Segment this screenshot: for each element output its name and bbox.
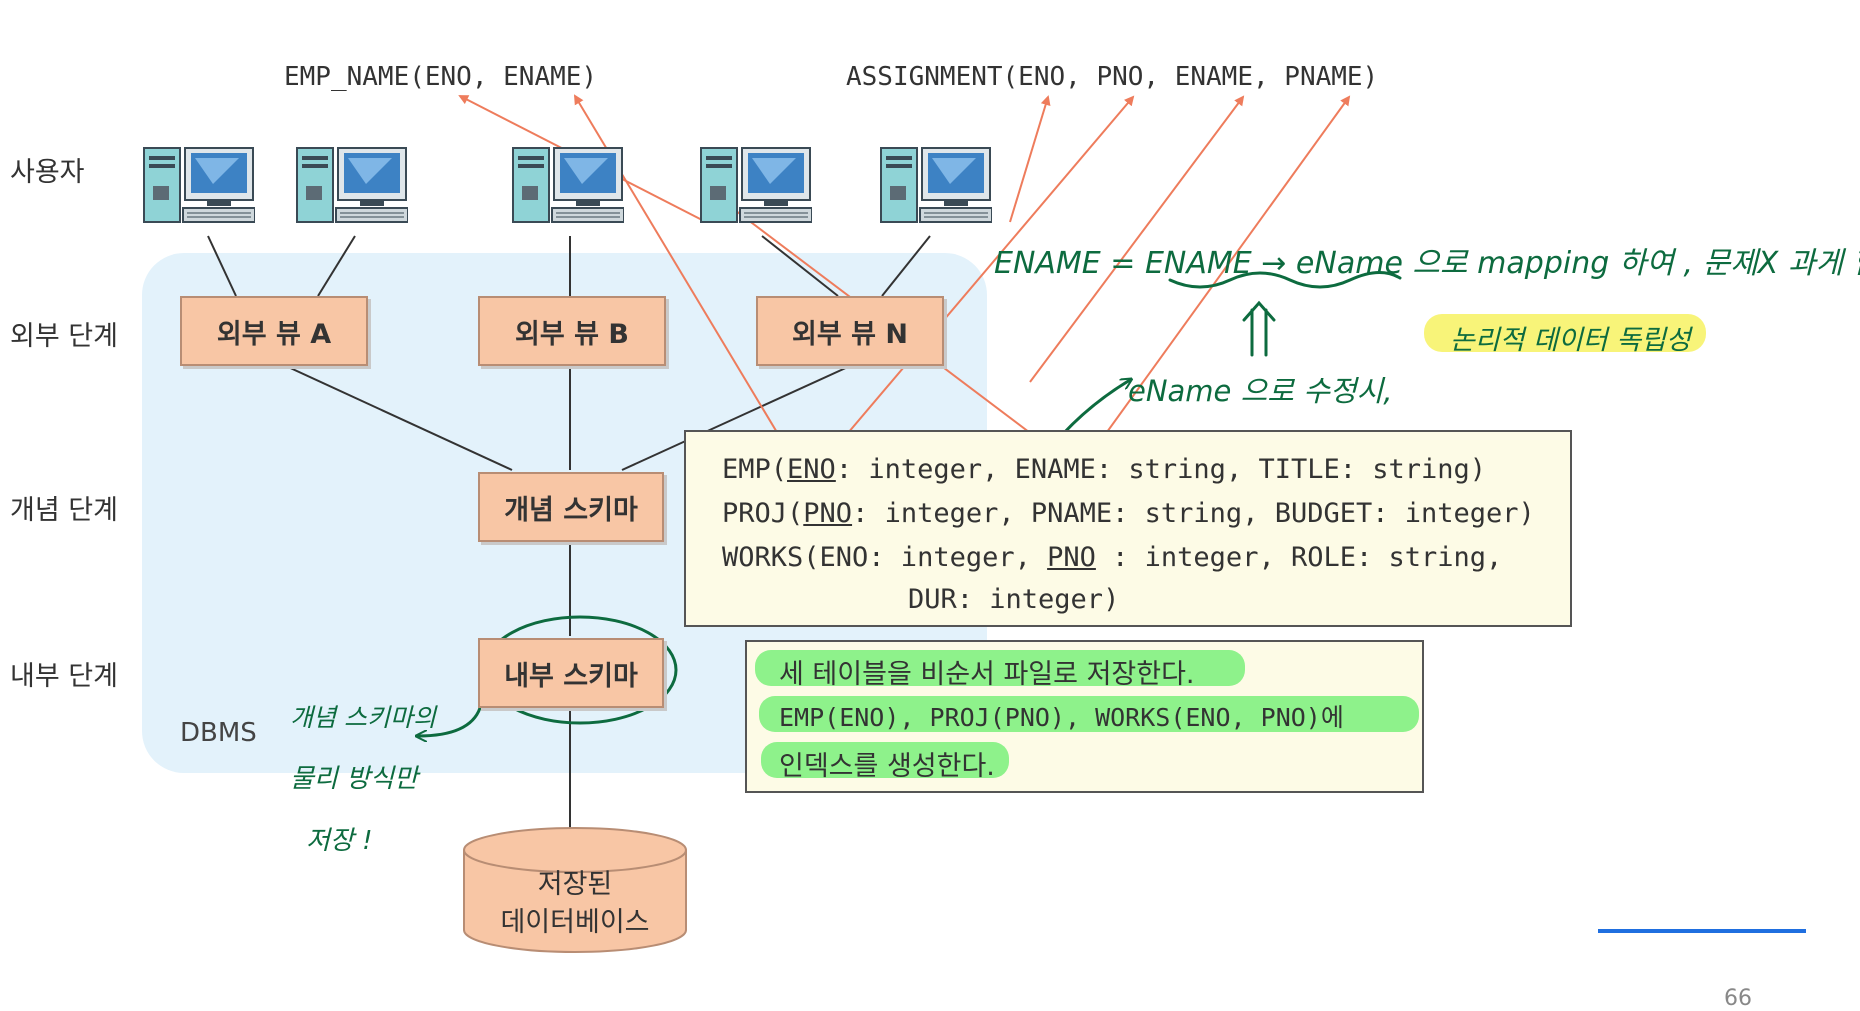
stored-db-label-2: 데이터베이스 <box>500 907 650 938</box>
conceptual-schema-definition: EMP(ENO: integer, ENAME: string, TITLE: … <box>684 430 1572 627</box>
highlight-logical <box>1424 314 1706 352</box>
annotation-ename-modify: eName 으로 수정시, <box>1128 374 1393 408</box>
annotation-internal-1: 개념 스키마의 <box>290 703 436 732</box>
highlight-line1 <box>755 650 1245 686</box>
annotation-internal-3: 저장 ! <box>306 826 373 856</box>
annotation-mapping: ENAME = ENAME → eName 으로 mapping 하여 , 문제… <box>994 246 1860 281</box>
dbms-label: DBMS <box>180 718 257 748</box>
highlight-line2 <box>759 696 1419 732</box>
stored-db-label-1: 저장된 <box>537 869 613 900</box>
emp-name-view: EMP_NAME(ENO, ENAME) <box>284 62 598 92</box>
schema-proj-line: PROJ(PNO: integer, PNAME: string, BUDGET… <box>722 498 1535 529</box>
annotation-internal-2: 물리 방식만 <box>290 764 418 794</box>
note-line-2: EMP(ENO), PROJ(PNO), WORKS(ENO, PNO)에 <box>779 703 1344 732</box>
layer-label-external: 외부 단계 <box>10 321 118 352</box>
external-view-a-box: 외부 뷰 A <box>180 296 368 366</box>
internal-schema-note: 세 테이블을 비순서 파일로 저장한다. EMP(ENO), PROJ(PNO)… <box>745 640 1424 793</box>
page-number: 66 <box>1724 986 1752 1011</box>
layer-label-user: 사용자 <box>10 157 85 188</box>
external-view-b-box: 외부 뷰 B <box>478 296 666 366</box>
user-computer-icon <box>880 147 992 223</box>
user-computer-icon <box>143 147 255 223</box>
layer-label-conceptual: 개념 단계 <box>10 495 118 526</box>
schema-works-line: WORKS(ENO: integer, PNO : integer, ROLE:… <box>722 542 1503 573</box>
note-line-1: 세 테이블을 비순서 파일로 저장한다. <box>779 659 1195 690</box>
schema-works-line-2: DUR: integer) <box>908 584 1120 615</box>
user-computer-icon <box>296 147 408 223</box>
user-computer-icon <box>700 147 812 223</box>
conceptual-schema-box: 개념 스키마 <box>478 472 664 542</box>
layer-label-internal: 내부 단계 <box>10 661 118 692</box>
annotation-logical-independence: 논리적 데이터 독립성 <box>1450 325 1691 356</box>
highlight-line3 <box>761 742 1009 778</box>
external-view-n-box: 외부 뷰 N <box>756 296 944 366</box>
note-line-3: 인덱스를 생성한다. <box>779 751 995 782</box>
assignment-view: ASSIGNMENT(ENO, PNO, ENAME, PNAME) <box>846 62 1379 92</box>
schema-emp-line: EMP(ENO: integer, ENAME: string, TITLE: … <box>722 454 1487 485</box>
internal-schema-box: 내부 스키마 <box>478 638 664 708</box>
user-computer-icon <box>512 147 624 223</box>
